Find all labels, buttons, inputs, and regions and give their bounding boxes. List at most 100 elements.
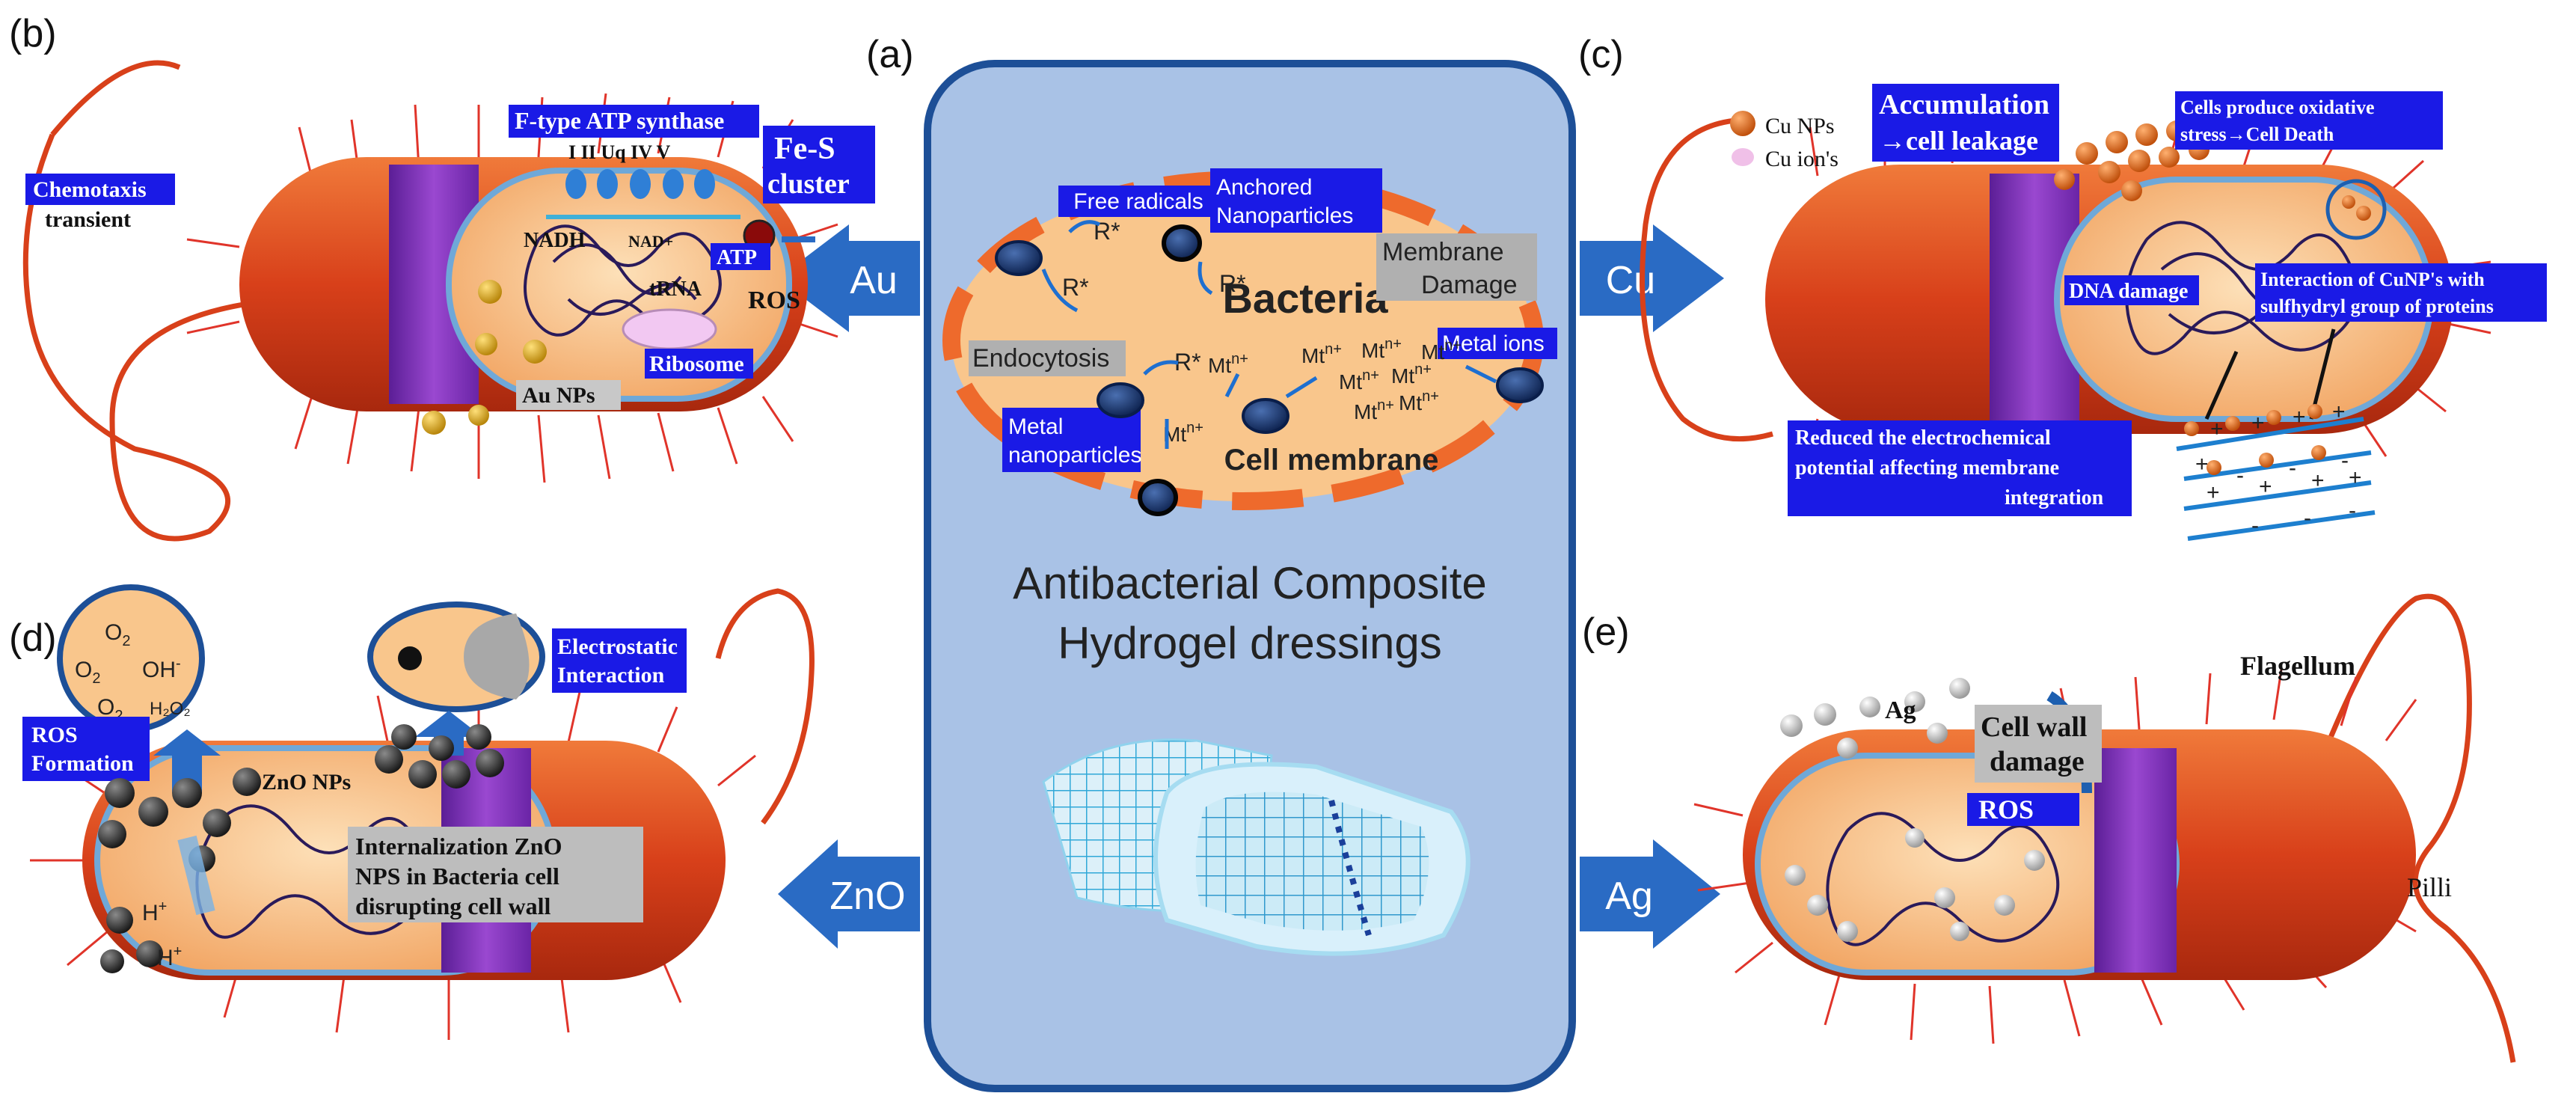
- svg-text:+: +: [2293, 405, 2306, 429]
- zno-nps-label: ZnO NPs: [262, 770, 351, 795]
- fe-s-label-2: cluster: [767, 168, 850, 200]
- au-nanoparticles: [422, 280, 547, 435]
- metal-ions-box: [1438, 328, 1557, 359]
- svg-text:+: +: [2332, 400, 2346, 424]
- svg-text:-: -: [2304, 506, 2311, 530]
- ag-arrow: Ag: [1580, 839, 1720, 949]
- mt-ion: Mtn+: [1208, 351, 1248, 377]
- r-star-label: R*: [1219, 270, 1246, 297]
- zno-nanoparticles: [98, 724, 504, 973]
- ros-formation-2: Formation: [31, 751, 134, 776]
- svg-text:+: +: [2195, 452, 2209, 477]
- internalization-box: [348, 827, 643, 922]
- reduced-potential-box: [1788, 420, 2132, 516]
- svg-text:-: -: [2289, 456, 2296, 480]
- metal-np-label-2: nanoparticles: [1008, 443, 1141, 468]
- interaction-label-2: sulfhydryl group of proteins: [2260, 296, 2494, 317]
- internalization-label-1: Internalization ZnO: [355, 833, 562, 860]
- electrostatic-box: [552, 628, 687, 693]
- oxidative-label-2: stress→Cell Death: [2180, 123, 2334, 145]
- oxidative-box: [2175, 91, 2443, 150]
- transient-label: transient: [45, 207, 131, 232]
- center-title-line-2: Hydrogel dressings: [1058, 618, 1442, 668]
- panel-b: (b) Chemotaxis transient F-typ: [9, 12, 875, 542]
- zno-arrow: ZnO: [778, 839, 920, 949]
- cell-wall-damage-1: Cell wall: [1981, 711, 2087, 743]
- fe-s-box: [763, 126, 875, 203]
- flagellum: [1640, 117, 1773, 442]
- electrostatic-np: [398, 646, 422, 670]
- mt-ion: Mtn+: [1163, 420, 1203, 446]
- h-plus: H+: [142, 899, 167, 925]
- center-title-line-1: Antibacterial Composite: [1013, 558, 1487, 608]
- r-star-label: R*: [1174, 349, 1201, 376]
- panel-label-d: (d): [9, 616, 57, 660]
- cu-ion-dot: [1732, 148, 1754, 166]
- cu-nanoparticles: [1730, 111, 2371, 221]
- svg-text:-: -: [2251, 513, 2259, 538]
- mt-ion: Mtn+: [1391, 361, 1432, 388]
- ros-formation-box: [22, 717, 150, 781]
- au-nps-label: Au NPs: [522, 383, 595, 408]
- nanoparticle: [1496, 367, 1544, 403]
- au-arrow: Au: [778, 224, 920, 332]
- ros-label: ROS: [748, 287, 800, 314]
- zno-arrow-label: ZnO: [829, 875, 905, 918]
- anchored-np-box: [1210, 168, 1382, 233]
- nad-label: NAD+: [628, 232, 673, 251]
- metal-np-box: [1002, 408, 1141, 472]
- oxidative-label-1: Cells produce oxidative: [2180, 97, 2375, 118]
- nanoparticle: [995, 240, 1043, 276]
- hydrogel-dressing-image: [1042, 738, 1471, 956]
- ag-ros-box: [1967, 793, 2079, 826]
- nadh-label: NADH: [524, 229, 586, 252]
- svg-text:+: +: [2210, 417, 2224, 441]
- h-plus: H+: [157, 943, 182, 970]
- electrostatic-up-arrow: [415, 711, 482, 756]
- endocytosis-label: Endocytosis: [972, 344, 1109, 373]
- mt-ion: Mtn+: [1354, 397, 1394, 423]
- free-radicals-box: [1058, 186, 1219, 217]
- interaction-label-1: Interaction of CuNP's with: [2260, 269, 2485, 290]
- accumulation-box: [1872, 84, 2059, 162]
- complexes-label: I II Uq IV V: [568, 141, 671, 163]
- panel-d: (d) O2 O2 OH- O2 H₂O₂ ROS Formation Elec: [9, 584, 815, 1040]
- ag-nanoparticles: [1780, 678, 2045, 942]
- electrostatic-wall: [464, 613, 530, 699]
- o2-label: O2: [75, 658, 100, 687]
- metal-arrows: Au Cu ZnO Ag: [778, 224, 1724, 949]
- cu-ions-label: Cu ion's: [1765, 147, 1839, 171]
- ag-label: Ag: [1885, 697, 1916, 724]
- nanoparticle: [1162, 224, 1202, 262]
- svg-text:+: +: [2259, 474, 2272, 499]
- svg-text:-: -: [2341, 448, 2349, 473]
- respiratory-complexes: [565, 169, 715, 199]
- interaction-box: [2255, 263, 2547, 322]
- metal-ions-label: Metal ions: [1442, 331, 1545, 356]
- flagellum: [22, 60, 285, 542]
- fe-s-label-1: Fe-S: [774, 132, 835, 166]
- nanoparticle: [1242, 398, 1289, 434]
- electrostatic-label-2: Interaction: [557, 663, 665, 688]
- center-panel: (a) Bacteria Free radicals Anchored Nano…: [866, 33, 1576, 1092]
- mt-ion: Mtn+: [1339, 367, 1379, 394]
- chemotaxis-box: [25, 174, 175, 205]
- oxidative-stress-circle: [2325, 179, 2387, 240]
- svg-text:-: -: [2236, 463, 2244, 488]
- dna-damage-label: DNA damage: [2069, 280, 2188, 303]
- panel-label-b: (b): [9, 12, 57, 55]
- membrane-damage-box: [1376, 233, 1537, 301]
- panel-label-c: (c): [1578, 33, 1624, 76]
- reduced-label-1: Reduced the electrochemical: [1795, 426, 2051, 450]
- accumulation-label-2: →cell leakage: [1879, 126, 2038, 156]
- ros-species: O2 O2 OH- O2 H₂O₂: [75, 620, 191, 724]
- ion-arrows: [1041, 220, 1497, 449]
- charge-membrane: ++ ++ +- -- ++ ++ -- -: [2176, 328, 2376, 541]
- atp-synthase-label: F-type ATP synthase: [515, 107, 724, 134]
- svg-text:+: +: [2311, 468, 2325, 493]
- atp-box: [711, 243, 770, 270]
- ribosome-box: [645, 349, 753, 379]
- chemotaxis-label: Chemotaxis: [33, 177, 147, 202]
- cu-arrow-label: Cu: [1606, 259, 1655, 302]
